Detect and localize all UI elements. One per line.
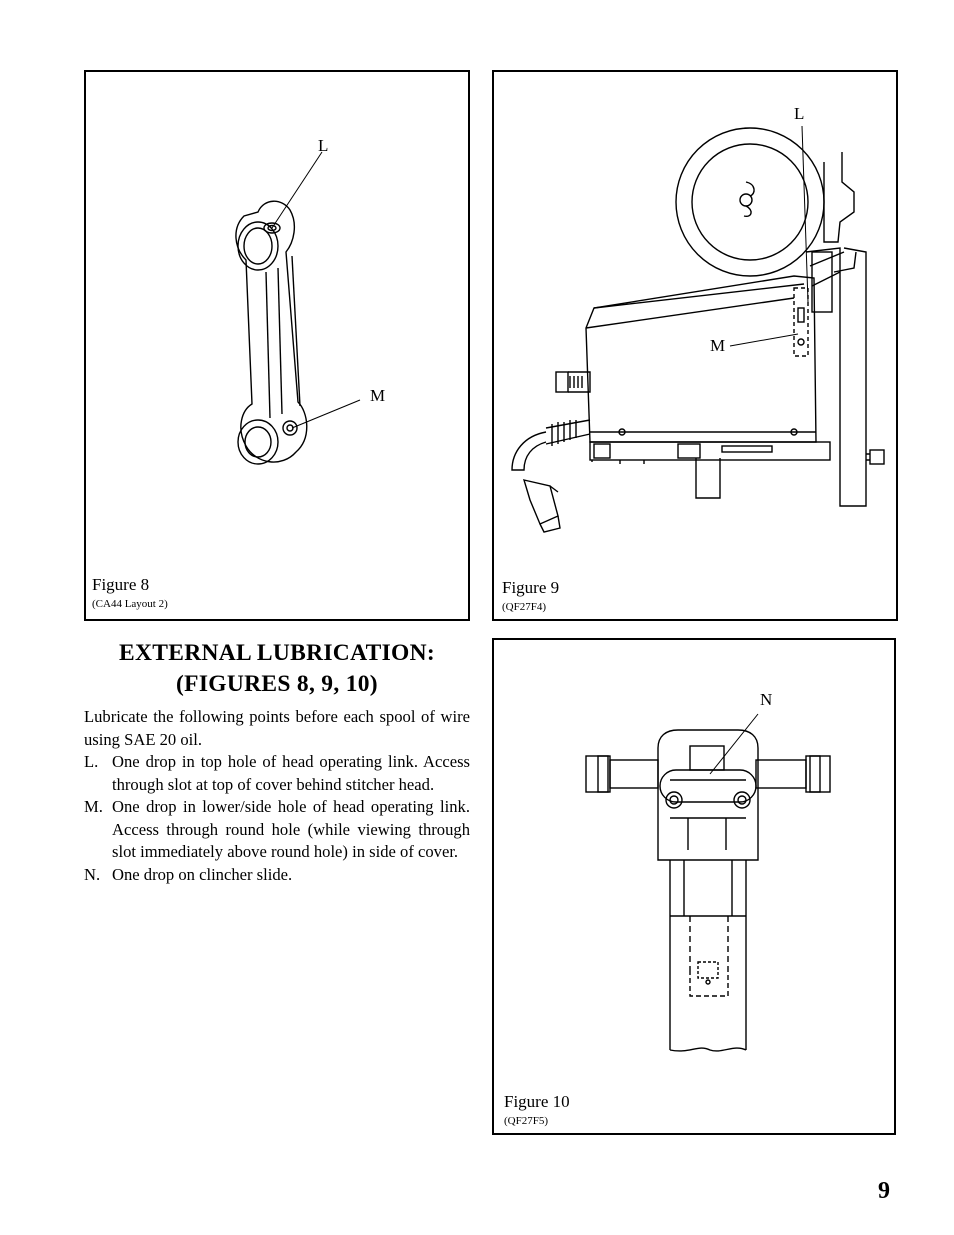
page-number: 9 bbox=[878, 1178, 890, 1204]
list-item: N. One drop on clincher slide. bbox=[84, 864, 470, 887]
item-label: L. bbox=[84, 752, 99, 771]
figure-10-title: Figure 10 bbox=[504, 1092, 570, 1111]
lubrication-instructions: Lubricate the following points before ea… bbox=[84, 706, 470, 886]
callout-l: L bbox=[794, 104, 805, 123]
callout-m: M bbox=[710, 336, 726, 355]
figure-9-code: (QF27F4) bbox=[502, 601, 547, 613]
item-label: M. bbox=[84, 797, 103, 816]
callout-n: N bbox=[760, 690, 773, 709]
figure-10-frame: N Figure 10 (QF27F5) bbox=[492, 638, 896, 1135]
heading-line-1: EXTERNAL LUBRICATION: bbox=[119, 640, 435, 666]
callout-m: M bbox=[370, 386, 386, 405]
section-heading: EXTERNAL LUBRICATION: (FIGURES 8, 9, 10) bbox=[84, 638, 470, 700]
head-operating-link-drawing bbox=[235, 151, 361, 465]
item-text: One drop on clincher slide. bbox=[112, 864, 293, 884]
stitcher-head-drawing bbox=[511, 125, 885, 533]
figure-9-title: Figure 9 bbox=[502, 578, 560, 597]
figure-9-frame: L M Figure 9 (QF27F4) bbox=[492, 70, 898, 621]
item-text: One drop in lower/side hole of head oper… bbox=[112, 797, 470, 861]
clincher-slide-drawing bbox=[585, 713, 831, 1052]
intro-paragraph: Lubricate the following points before ea… bbox=[84, 707, 470, 749]
figure-8-frame: L M Figure 8 (CA44 Layout 2) bbox=[84, 70, 470, 621]
item-text: One drop in top hole of head operating l… bbox=[112, 752, 470, 794]
figure-8-title: Figure 8 bbox=[92, 575, 150, 594]
list-item: M. One drop in lower/side hole of head o… bbox=[84, 796, 470, 864]
figure-8-code: (CA44 Layout 2) bbox=[92, 598, 168, 610]
heading-line-2: (FIGURES 8, 9, 10) bbox=[176, 671, 378, 697]
item-label: N. bbox=[84, 864, 101, 884]
figure-10-code: (QF27F5) bbox=[504, 1115, 549, 1127]
list-item: L. One drop in top hole of head operatin… bbox=[84, 751, 470, 796]
callout-l: L bbox=[318, 136, 329, 155]
